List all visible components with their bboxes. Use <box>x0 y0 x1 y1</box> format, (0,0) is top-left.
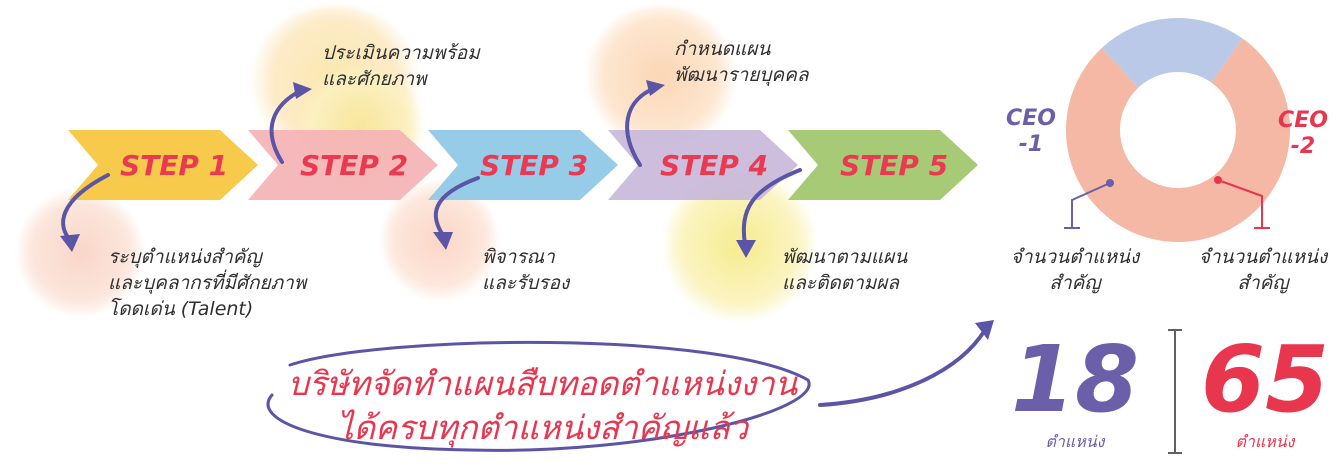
watercolor-blob <box>18 190 143 315</box>
headline-line: ได้ครบทุกตำแหน่งสำคัญแล้ว <box>336 408 749 447</box>
caption-line: จำนวนตำแหน่ง <box>1198 246 1328 268</box>
desc-line: พัฒนารายบุคคล <box>674 64 809 86</box>
watercolor-blob <box>586 6 736 146</box>
step-label-4: STEP 4 <box>660 149 768 182</box>
desc-line: กำหนดแผน <box>674 38 771 60</box>
desc-line: พัฒนาตามแผน <box>782 246 908 268</box>
step-label-1: STEP 1 <box>120 149 228 182</box>
donut-slice-2 <box>1066 38 1291 243</box>
arrow-step4-up <box>625 86 657 167</box>
arrowhead-icon <box>433 232 453 250</box>
arrowhead-icon <box>736 240 756 258</box>
step-label-5: STEP 5 <box>840 149 948 182</box>
step4-description: กำหนดแผน พัฒนารายบุคคล <box>674 36 808 88</box>
desc-line: และบุคลากรที่มีศักยภาพ <box>108 272 307 294</box>
arrow-step5-down <box>741 168 802 247</box>
ceo1-count: 18 <box>1010 326 1140 433</box>
ceo2-label-line: CEO <box>1278 108 1328 133</box>
ceo1-label-line: -1 <box>1018 132 1044 157</box>
headline: บริษัทจัดทำแผนสืบทอดตำแหน่งงาน ได้ครบทุก… <box>270 362 815 450</box>
desc-line: ระบุตำแหน่งสำคัญ <box>108 246 262 268</box>
step-chevron-2 <box>248 130 438 200</box>
connector-ceo2 <box>1217 179 1263 228</box>
step-chevron-5 <box>788 130 978 200</box>
caption-line: จำนวนตำแหน่ง <box>1010 246 1140 268</box>
step-chevron-3 <box>428 130 618 200</box>
ceo2-label: CEO -2 <box>1268 108 1338 160</box>
desc-line: และติดตามผล <box>782 272 900 294</box>
arrowhead-icon <box>60 234 80 252</box>
arrow-step3-down <box>433 176 480 240</box>
ceo1-caption: จำนวนตำแหน่ง สำคัญ <box>1000 244 1150 296</box>
desc-line: และรับรอง <box>482 272 570 294</box>
caption-line: สำคัญ <box>1237 272 1289 294</box>
desc-line: โดดเด่น (Talent) <box>108 298 254 320</box>
desc-line: และศักยภาพ <box>322 68 427 90</box>
ceo1-unit: ตำแหน่ง <box>1045 432 1105 451</box>
ceo1-label: CEO -1 <box>996 106 1066 158</box>
step-chevron-4 <box>608 130 798 200</box>
arrow-headline-to-chart <box>818 328 987 407</box>
arrowhead-icon <box>975 320 994 340</box>
desc-line: พิจารณา <box>482 246 555 268</box>
headline-ellipse <box>266 340 811 452</box>
ceo1-label-line: CEO <box>1006 106 1056 131</box>
caption-line: สำคัญ <box>1049 272 1101 294</box>
arrowhead-icon <box>646 80 665 96</box>
ceo2-unit: ตำแหน่ง <box>1235 432 1295 451</box>
ceo2-count: 65 <box>1200 326 1330 433</box>
arrow-step2-up <box>269 88 304 164</box>
ceo2-label-line: -2 <box>1290 134 1316 159</box>
step-chevron-1 <box>68 130 258 200</box>
step5-description: พัฒนาตามแผน และติดตามผล <box>782 244 907 296</box>
arrowhead-icon <box>293 82 312 99</box>
connector-ceo1 <box>1071 182 1111 228</box>
headline-line: บริษัทจัดทำแผนสืบทอดตำแหน่งงาน <box>287 364 798 403</box>
donut-slice-1 <box>1101 18 1243 88</box>
step-label-2: STEP 2 <box>300 149 408 182</box>
ceo2-caption: จำนวนตำแหน่ง สำคัญ <box>1188 244 1338 296</box>
step3-description: พิจารณา และรับรอง <box>482 244 569 296</box>
step1-description: ระบุตำแหน่งสำคัญ และบุคลากรที่มีศักยภาพ … <box>108 244 306 322</box>
desc-line: ประเมินความพร้อม <box>322 42 480 64</box>
step-label-3: STEP 3 <box>480 149 588 182</box>
step2-description: ประเมินความพร้อม และศักยภาพ <box>322 40 480 92</box>
